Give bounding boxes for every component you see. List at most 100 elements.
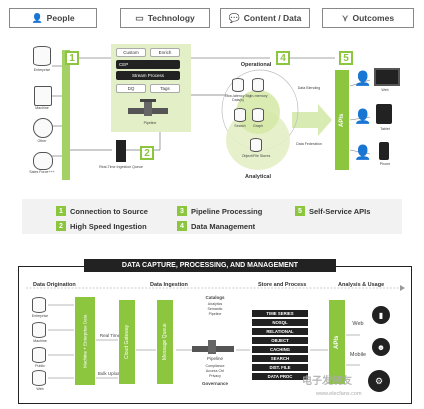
- public-db-icon: [32, 347, 46, 363]
- step-1: 1: [65, 51, 79, 65]
- store-dist-file: DIST. FILE: [252, 364, 308, 371]
- salesforce-cloud-icon: [33, 152, 53, 170]
- section-analysis: Analysis & Usage: [338, 282, 385, 288]
- monitor-icon: ▭: [135, 12, 144, 23]
- origin-enterprise: Enterprise: [31, 314, 49, 318]
- device-tablet: Tablet: [380, 127, 390, 131]
- head-profile-icon: ☻: [372, 338, 390, 356]
- phone-icon: [379, 142, 389, 160]
- gov-compliance: Compliance: [205, 364, 225, 368]
- usage-web: Web: [352, 321, 364, 327]
- cloud-gateway-bar: Cloud Gateway: [119, 300, 135, 384]
- store-object: Object/File Stores: [241, 154, 271, 158]
- search-db-icon: [234, 108, 246, 122]
- other-icon: [33, 118, 53, 138]
- store-nosql: NOSQL: [252, 319, 308, 326]
- web-db-icon: [32, 370, 46, 386]
- stream-process-pill: Stream Process: [116, 71, 180, 80]
- watermark-url: www.elecfans.com: [316, 391, 362, 397]
- queue-server-icon: [116, 140, 126, 162]
- step-2: 2: [140, 146, 154, 160]
- dq-pill: DQ: [116, 84, 146, 93]
- data-federation-label: Data Federation: [296, 142, 322, 146]
- custom-pill: Custom: [116, 48, 146, 57]
- capture-title: DATA CAPTURE, PROCESSING, AND MANAGEMENT: [84, 259, 336, 272]
- source-machine: Machine: [35, 106, 49, 110]
- bulk-upload-label: Bulk Upload: [97, 371, 123, 376]
- section-origination: Data Origination: [33, 282, 76, 288]
- operational-title: Operational: [240, 62, 272, 68]
- source-other: Other: [37, 139, 47, 143]
- chat-icon: 💬: [228, 12, 240, 23]
- person-silhouette-icon: 👤: [354, 144, 372, 160]
- watermark-logo: 电子发烧友: [302, 376, 352, 387]
- enterprise-db-icon: [32, 297, 46, 313]
- analytical-title: Analytical: [245, 174, 271, 180]
- enterprise-db-icon: [33, 46, 51, 66]
- header-outcomes: ⋎ Outcomes: [322, 8, 414, 28]
- person-silhouette-icon: 👤: [354, 70, 372, 86]
- machine-icon: [34, 86, 52, 106]
- usage-mobile: Mobile: [349, 352, 367, 358]
- tags-pill: Tags: [150, 84, 180, 93]
- catalogs-label: Catalogs: [205, 295, 225, 300]
- source-salesforce: Sales Force+++: [29, 170, 55, 174]
- data-blending-label: Data Blending: [297, 86, 321, 90]
- source-enterprise: Enterprise: [33, 68, 51, 72]
- cep-pill: CEP: [116, 60, 180, 69]
- step-4: 4: [276, 51, 290, 65]
- pipeline-bottom-label: Pipeline: [206, 356, 223, 361]
- message-queue-bar: Message Queue: [157, 300, 173, 384]
- governance-label: Governance: [201, 381, 228, 386]
- origin-machine: Machine: [33, 339, 47, 343]
- origin-public: Public: [35, 364, 45, 368]
- header-people: 👤 People: [9, 8, 97, 28]
- store-graph: Graph: [253, 124, 263, 128]
- web-monitor-icon: [374, 68, 400, 86]
- section-ingestion: Data Ingestion: [150, 282, 188, 288]
- catalog-semantic: Semantic: [207, 307, 223, 311]
- store-lowlatency: Low-latency Big Data(s): [225, 94, 251, 102]
- header-content: 💬 Content / Data: [220, 8, 310, 28]
- apis-bar: APIs: [335, 70, 349, 170]
- pipeline-label: Pipeline: [143, 121, 157, 125]
- section-store: Store and Process: [258, 282, 307, 288]
- outcome-icon: ⋎: [341, 12, 349, 23]
- gov-privacy: Privacy: [209, 374, 221, 378]
- bar-chart-icon: ▮: [372, 306, 390, 324]
- lowlatency-db-icon: [232, 78, 244, 92]
- store-search: SEARCH: [252, 355, 308, 362]
- connector-bar: Machine + Enterprise Data: [75, 297, 95, 385]
- gear-icon: ⚙: [368, 370, 390, 392]
- device-phone: Phone: [379, 162, 391, 166]
- device-web: Web: [381, 88, 389, 92]
- graph-db-icon: [252, 108, 264, 122]
- pipe-valve-icon: [128, 99, 168, 116]
- store-search: Search: [234, 124, 246, 128]
- top-diagram-lines: [52, 50, 371, 180]
- machine-db-icon: [32, 322, 46, 338]
- store-inmemory: In-memory: [250, 94, 268, 98]
- store-data-proc: DATA PROC: [252, 373, 308, 380]
- store-object: OBJECT: [252, 337, 308, 344]
- gov-access: Access Ctrl: [205, 369, 225, 373]
- header-technology: ▭ Technology: [120, 8, 210, 28]
- object-db-icon: [250, 138, 262, 152]
- person-icon: 👤: [31, 12, 43, 23]
- store-caching: CACHING: [252, 346, 308, 353]
- bottom-diagram-lines: [26, 285, 405, 379]
- real-time-label: Real Time: [99, 333, 121, 338]
- person-silhouette-icon: 👤: [354, 108, 372, 124]
- queue-label: Real-Time Ingestion Queue: [99, 165, 143, 169]
- inmemory-db-icon: [252, 78, 264, 92]
- enrich-pill: Enrich: [150, 48, 180, 57]
- catalog-analytics: Analytics: [207, 302, 223, 306]
- tablet-icon: [376, 104, 392, 124]
- step-5: 5: [339, 51, 353, 65]
- store-time-series: TIME SERIES: [252, 310, 308, 317]
